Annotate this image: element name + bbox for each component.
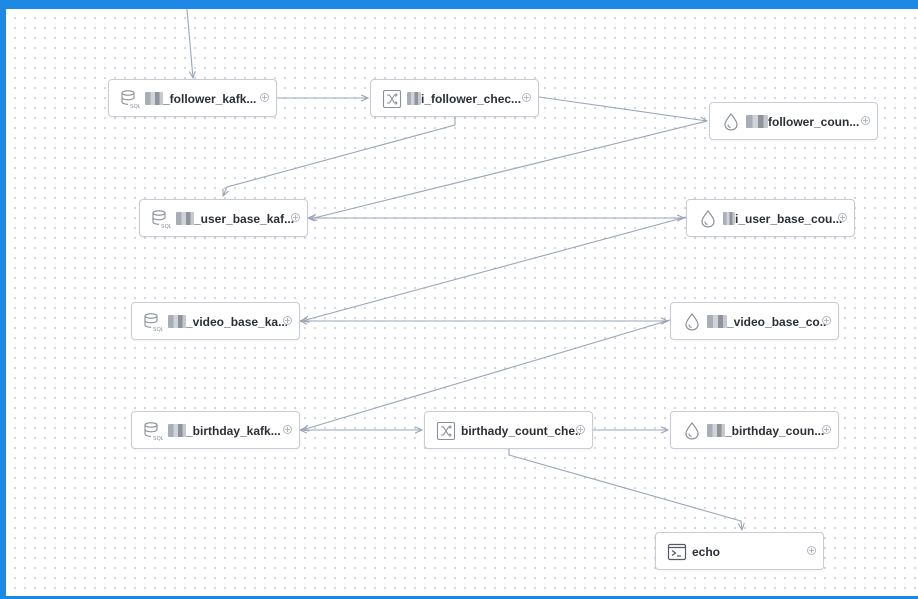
database-sql-icon: SQL [143,312,163,332]
add-node-icon[interactable] [291,213,300,222]
node-follower-check-transform[interactable]: i_follower_chec... [370,79,539,117]
edge-birthady-count-check-transform-to-echo-output [508,449,742,530]
redacted-prefix [168,315,186,328]
add-node-icon[interactable] [822,425,831,434]
node-label: follower_coun... [768,115,860,129]
svg-text:SQL: SQL [153,327,163,332]
node-birthday-count-sink[interactable]: _birthday_coun... [670,411,839,449]
node-label: i_user_base_cou... [735,212,842,226]
add-node-icon[interactable] [822,316,831,325]
node-label: _user_base_kaf... [194,212,295,226]
node-video-base-kafka-source[interactable]: SQL _video_base_ka... [131,302,300,340]
redacted-prefix [145,92,163,105]
edge-video-base-count-sink-to-birthday-kafka-source [302,319,671,430]
database-sql-icon: SQL [143,421,163,441]
database-sql-icon: SQL [151,209,171,229]
node-label: echo [692,545,721,559]
droplet-icon [698,209,718,229]
shuffle-icon [436,421,456,441]
node-label: _follower_kafk... [163,92,257,106]
redacted-prefix [723,212,735,225]
add-node-icon[interactable] [522,93,531,102]
edge-user-base-count-sink-to-video-base-kafka-source [302,216,687,321]
node-birthady-count-check-transform[interactable]: birthady_count_che... [424,411,593,449]
redacted-prefix [407,92,421,105]
edges-layer [186,9,918,596]
redacted-prefix [707,424,725,437]
droplet-icon [721,112,741,132]
add-node-icon[interactable] [283,316,292,325]
node-follower-kafka-source[interactable]: SQL _follower_kafk... [108,79,277,117]
edge-upstream-to-follower-kafka-source [186,9,193,78]
node-label: _birthday_coun... [725,424,825,438]
add-node-icon[interactable] [838,213,847,222]
node-follower-count-sink[interactable]: follower_coun... [709,102,878,140]
droplet-icon [682,312,702,332]
node-label: i_follower_chec... [421,92,522,106]
node-label: birthady_count_che... [461,424,580,438]
node-user-base-kafka-source[interactable]: SQL _user_base_kaf... [139,199,308,237]
node-birthday-kafka-source[interactable]: SQL _birthday_kafk... [131,411,300,449]
edge-follower-check-transform-to-user-base-kafka-source [223,117,456,196]
add-node-icon[interactable] [260,93,269,102]
node-label: _birthday_kafk... [186,424,281,438]
node-user-base-count-sink[interactable]: i_user_base_cou... [686,199,855,237]
redacted-prefix [746,115,768,128]
database-sql-icon: SQL [120,89,140,109]
dag-canvas[interactable]: SQL _follower_kafk... i_follower_chec...fo… [6,9,918,596]
node-echo-output[interactable]: echo [655,532,824,570]
redacted-prefix [707,315,727,328]
edge-follower-check-transform-to-follower-count-sink [538,96,707,121]
add-node-icon[interactable] [283,425,292,434]
redacted-prefix [168,424,186,437]
svg-text:SQL: SQL [161,224,171,229]
redacted-prefix [176,212,194,225]
node-label: _video_base_ka... [186,315,287,329]
edge-follower-count-sink-to-user-base-kafka-source [310,120,708,219]
node-video-base-count-sink[interactable]: _video_base_co... [670,302,839,340]
node-label: _video_base_co... [727,315,826,329]
add-node-icon[interactable] [861,116,870,125]
terminal-icon [667,542,687,562]
svg-text:SQL: SQL [153,436,163,441]
add-node-icon[interactable] [807,546,816,555]
svg-text:SQL: SQL [130,104,140,109]
add-node-icon[interactable] [576,425,585,434]
droplet-icon [682,421,702,441]
shuffle-icon [382,89,402,109]
